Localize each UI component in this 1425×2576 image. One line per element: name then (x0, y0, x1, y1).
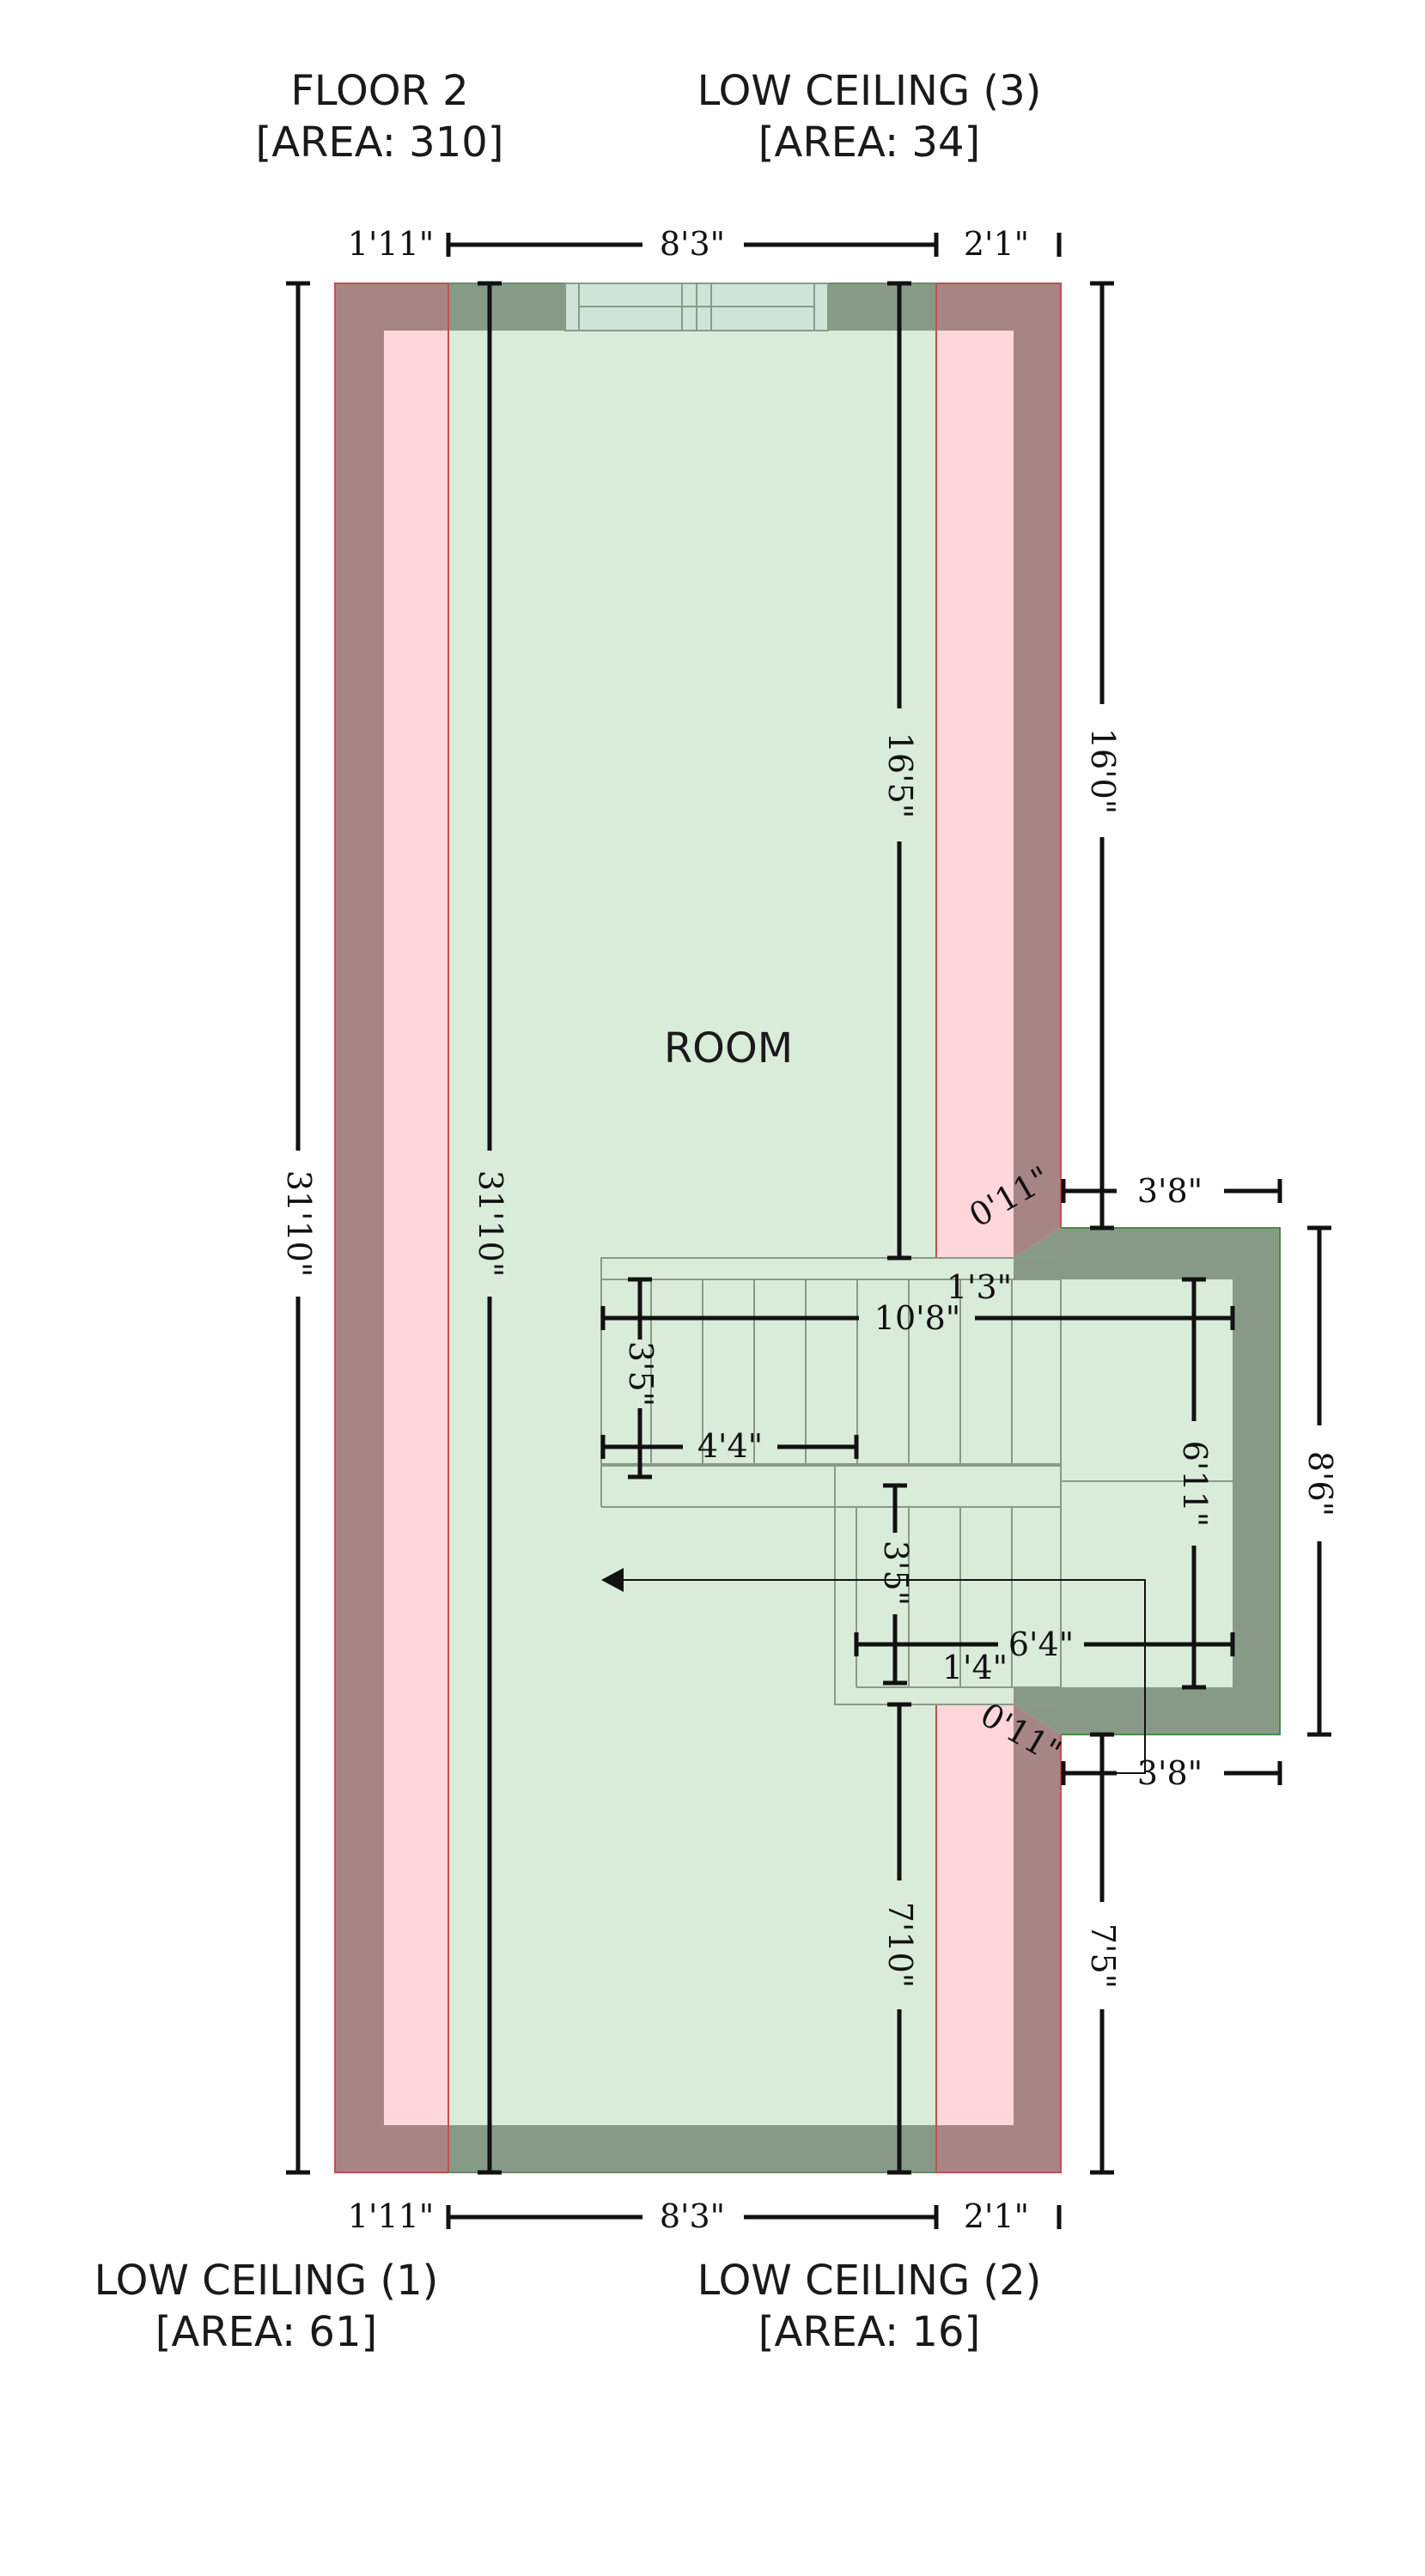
room-label: ROOM (664, 1024, 793, 1072)
dim-stair-step-top: 1'3" (947, 1268, 1012, 1306)
area-labels: FLOOR 2 [AREA: 310] LOW CEILING (3) [ARE… (94, 67, 1042, 2356)
dim-right-upper: 16'0" (1084, 728, 1122, 814)
dim-inner-height: 31'10" (472, 1170, 509, 1278)
dim-top-left: 1'11" (348, 225, 434, 263)
low-ceiling-2-area (936, 1704, 1014, 2125)
dim-stair-landing-height: 3'5" (622, 1341, 660, 1406)
dim-bottom-mid: 8'3" (660, 2197, 725, 2235)
dim-bay-height: 8'6" (1301, 1451, 1339, 1516)
low-ceiling-3-area (936, 331, 1014, 1258)
dim-top-right: 2'1" (964, 225, 1029, 263)
dim-stair-lower-width: 6'4" (1008, 1625, 1074, 1663)
floor-area: [AREA: 310] (255, 118, 503, 167)
dim-bay-top-width: 3'8" (1137, 1172, 1203, 1210)
low-ceiling-1-area (384, 331, 448, 2125)
dimension-lines (286, 233, 1331, 2229)
dim-inner-lower: 7'10" (881, 1902, 919, 1988)
dim-inner-upper: 16'5" (881, 732, 919, 818)
dim-stair-right-height: 6'11" (1176, 1441, 1214, 1527)
dim-stair-lower-step: 1'4" (942, 1649, 1008, 1686)
dim-outer-height: 31'10" (280, 1170, 318, 1278)
dim-top-mid: 8'3" (660, 225, 725, 263)
outline-right (936, 283, 1062, 2173)
dim-stair-landing-width: 4'4" (697, 1427, 763, 1465)
bay-join (936, 1258, 1014, 1704)
window (564, 283, 829, 331)
dim-bottom-left: 1'11" (348, 2197, 434, 2235)
floor-name: FLOOR 2 (290, 67, 468, 115)
low-ceiling-3-area-label: [AREA: 34] (758, 118, 980, 167)
low-ceiling-3-name: LOW CEILING (3) (697, 67, 1042, 115)
room-floor (448, 331, 936, 2125)
outline-left (334, 283, 448, 2173)
staircase (600, 1257, 1233, 1705)
dim-right-lower: 7'5" (1084, 1923, 1122, 1989)
low-ceiling-2-name: LOW CEILING (2) (697, 2257, 1042, 2305)
dim-stair-lower-height: 3'5" (877, 1540, 915, 1606)
dim-bottom-right: 2'1" (964, 2197, 1029, 2235)
low-ceiling-2-area-label: [AREA: 16] (758, 2308, 980, 2356)
room-wall-bottom (448, 2125, 936, 2172)
low-ceiling-1-area-label: [AREA: 61] (155, 2308, 377, 2356)
dim-bay-bottom-width: 3'8" (1137, 1754, 1203, 1792)
dim-stair-width: 10'8" (874, 1299, 960, 1337)
low-ceiling-1-name: LOW CEILING (1) (94, 2257, 439, 2305)
